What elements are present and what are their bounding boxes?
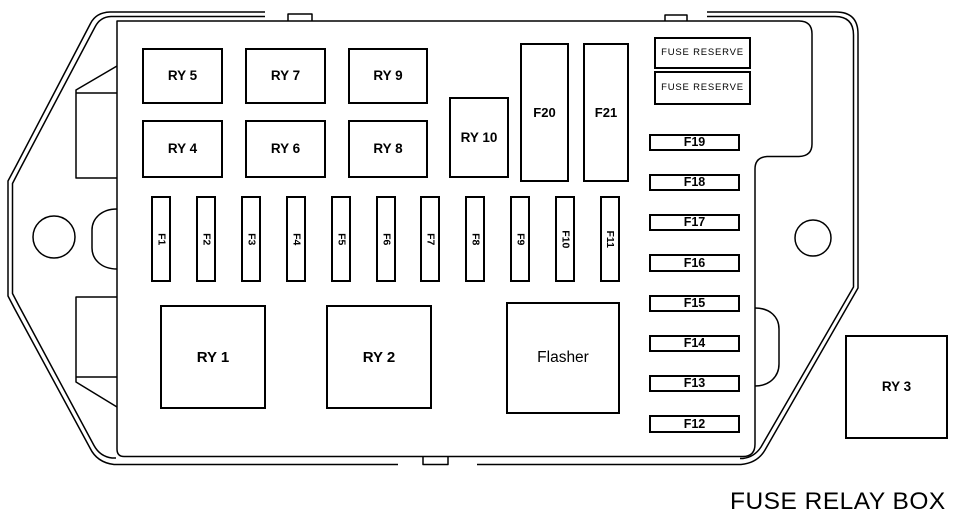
fuse-f7-label: F7 [424,232,437,246]
fuse-f8-label: F8 [469,232,482,246]
fuse-f3: F3 [241,196,261,282]
right-wall-bump [754,307,780,387]
fuse-f6-label: F6 [380,232,393,246]
fuse-f16: F16 [649,254,740,272]
fuse-f15: F15 [649,295,740,312]
inner-line-left [11,15,265,459]
fuse-f19: F19 [649,134,740,151]
fuse-f12: F12 [649,415,740,433]
fuse-f11-label: F11 [604,230,617,248]
fuse-f14: F14 [649,335,740,352]
fuse-f21: F21 [583,43,629,182]
left-pocket-top [75,65,118,179]
fuse-f1-label: F1 [155,232,168,246]
relay-ry5: RY 5 [142,48,223,104]
fuse-f8: F8 [465,196,485,282]
relay-ry9: RY 9 [348,48,428,104]
fuse-f11: F11 [600,196,620,282]
relay-ry3: RY 3 [845,335,948,439]
fuse-f5: F5 [331,196,351,282]
relay-ry8: RY 8 [348,120,428,178]
relay-ry10: RY 10 [449,97,509,178]
mounting-hole-right [794,219,832,257]
relay-ry2: RY 2 [326,305,432,409]
flasher-box: Flasher [506,302,620,414]
fuse-f20: F20 [520,43,569,182]
fuse-f4: F4 [286,196,306,282]
left-wall-bump [91,208,118,270]
fuse-f2-label: F2 [200,232,213,246]
top-tab-left [287,13,313,21]
fuse-f3-label: F3 [245,232,258,246]
inner-line-right [707,15,855,460]
diagram-caption: FUSE RELAY BOX [730,488,946,515]
fuse-f10: F10 [555,196,575,282]
fuse-f10-label: F10 [559,229,572,249]
relay-ry6: RY 6 [245,120,326,178]
fuse-f2: F2 [196,196,216,282]
fuse-f9-label: F9 [514,232,527,246]
fuse-f9: F9 [510,196,530,282]
fuse-f7: F7 [420,196,440,282]
relay-ry4: RY 4 [142,120,223,178]
fuse-f4-label: F4 [290,232,303,246]
relay-ry7: RY 7 [245,48,326,104]
fuse-reserve-slot-1: FUSE RESERVE [654,37,751,69]
fuse-f5-label: F5 [335,232,348,246]
fuse-reserve-slot-2: FUSE RESERVE [654,71,751,105]
left-pocket-bottom [75,296,118,408]
fuse-f18: F18 [649,174,740,191]
top-tab-right [664,14,688,21]
mounting-hole-left [32,215,76,259]
fuse-f1: F1 [151,196,171,282]
outer-line-right [477,11,859,466]
body-outline [116,20,813,458]
fuse-f17: F17 [649,214,740,231]
bottom-tab [422,456,449,466]
outer-line-left [7,11,398,466]
fuse-f6: F6 [376,196,396,282]
fuse-f13: F13 [649,375,740,392]
relay-ry1: RY 1 [160,305,266,409]
